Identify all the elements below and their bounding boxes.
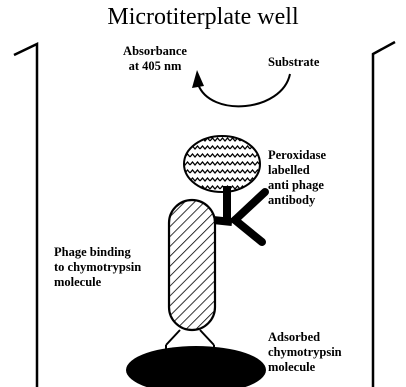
- label-phage: Phage binding to chymotrypsin molecule: [54, 245, 141, 290]
- label-phage-line1: Phage binding: [54, 245, 141, 260]
- label-peroxidase-line4: antibody: [268, 193, 326, 208]
- label-peroxidase-line1: Peroxidase: [268, 148, 326, 163]
- label-phage-line2: to chymotrypsin: [54, 260, 141, 275]
- label-absorbance: Absorbance at 405 nm: [120, 44, 190, 74]
- label-absorbance-line1: Absorbance: [120, 44, 190, 59]
- label-peroxidase: Peroxidase labelled anti phage antibody: [268, 148, 326, 208]
- label-chymotrypsin-line2: chymotrypsin: [268, 345, 342, 360]
- label-peroxidase-line3: anti phage: [268, 178, 326, 193]
- label-peroxidase-line2: labelled: [268, 163, 326, 178]
- phage-icon: [166, 200, 215, 355]
- peroxidase-icon: [184, 136, 260, 192]
- antibody-icon: [213, 190, 265, 242]
- label-absorbance-line2: at 405 nm: [120, 59, 190, 74]
- curved-arrow-icon: [192, 70, 290, 106]
- label-chymotrypsin-line1: Adsorbed: [268, 330, 342, 345]
- label-substrate: Substrate: [268, 55, 319, 70]
- label-chymotrypsin: Adsorbed chymotrypsin molecule: [268, 330, 342, 375]
- well-wall-right: [373, 42, 395, 387]
- label-phage-line3: molecule: [54, 275, 141, 290]
- diagram-title: Microtiterplate well: [0, 4, 406, 31]
- chymotrypsin-icon: [126, 346, 266, 387]
- label-chymotrypsin-line3: molecule: [268, 360, 342, 375]
- well-wall-left: [14, 44, 37, 387]
